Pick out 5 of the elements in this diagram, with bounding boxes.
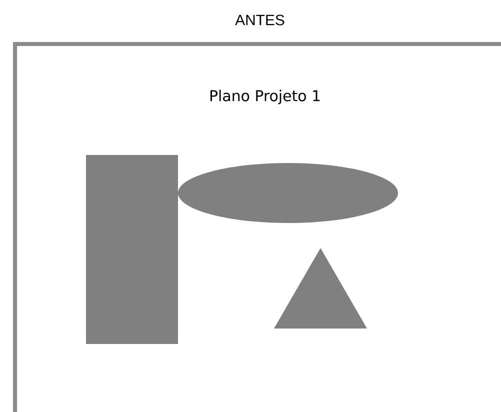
block [86, 155, 178, 344]
title: ANTES [235, 14, 284, 26]
triangle [274, 248, 368, 329]
ellipse [178, 163, 398, 223]
frame: Plano Projeto 1 [13, 42, 501, 412]
